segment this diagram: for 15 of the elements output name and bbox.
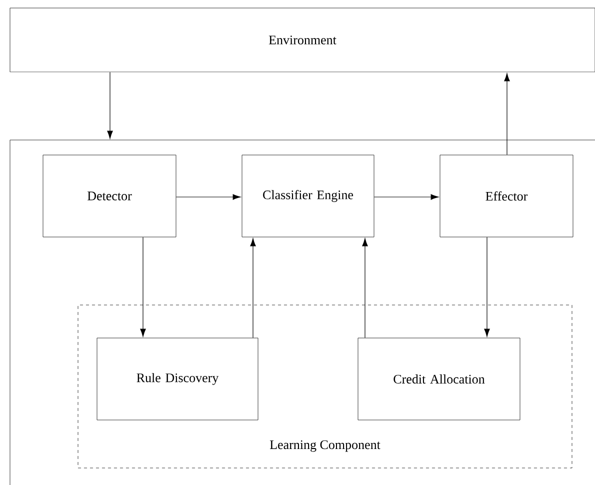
arrow <box>107 72 113 139</box>
arrow <box>140 236 146 337</box>
arrow <box>484 236 490 337</box>
process-box: Effector <box>440 154 574 238</box>
process-box: Detector <box>42 154 176 238</box>
arrow <box>374 194 439 200</box>
system-box <box>10 140 595 485</box>
arrow <box>362 238 368 338</box>
environment-box: Environment <box>10 8 595 72</box>
arrow <box>250 238 256 338</box>
arrow <box>176 194 241 200</box>
arrow <box>504 73 510 156</box>
process-box: Rule Discovery <box>96 338 258 420</box>
process-box: Credit Allocation <box>358 338 520 420</box>
process-box: Classifier Engine <box>242 154 374 238</box>
